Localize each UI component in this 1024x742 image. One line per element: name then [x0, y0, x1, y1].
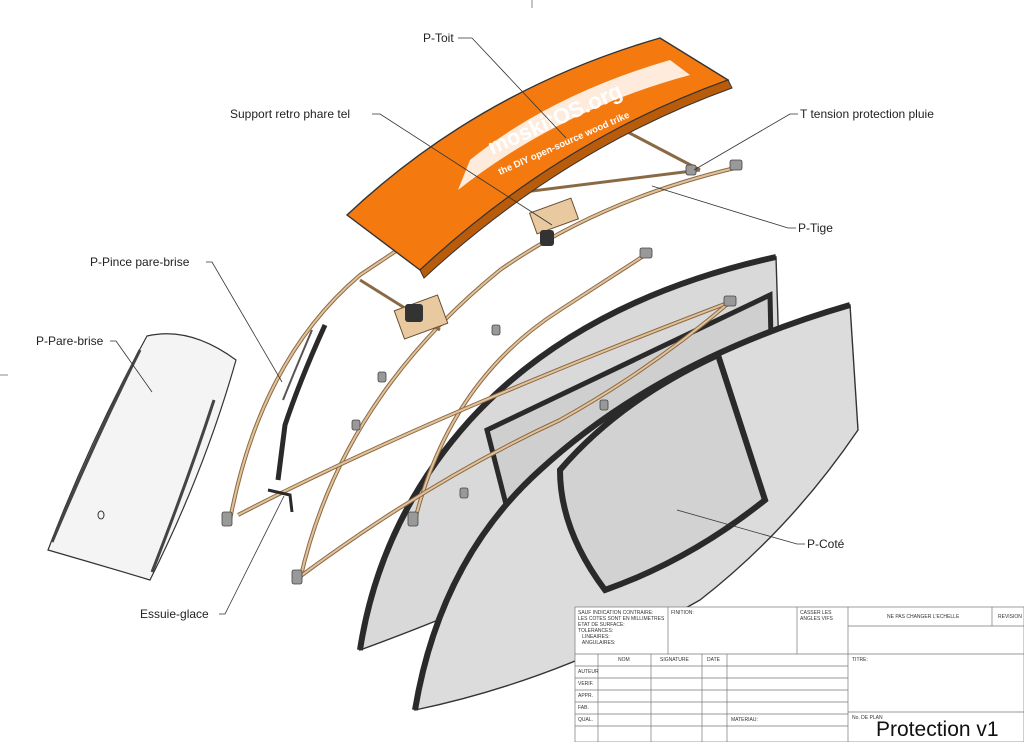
callout-essuie: Essuie-glace	[140, 607, 209, 621]
leader-lines	[110, 37, 805, 615]
tb-drawing-title: Protection v1	[876, 718, 999, 741]
rod-2-core	[299, 167, 736, 581]
leader-tension	[693, 113, 798, 171]
tb-qual: QUAL.	[578, 717, 594, 723]
support-clip-top	[540, 230, 554, 246]
tb-echelle: NE PAS CHANGER L'ECHELLE	[887, 614, 960, 620]
side-panel-front-seal	[412, 302, 851, 711]
windscreen-glass	[47, 333, 237, 581]
tb-fab: FAB.	[578, 705, 589, 711]
callout-cote: P-Coté	[807, 537, 845, 551]
support-brackets	[393, 197, 580, 340]
leader-cote	[676, 509, 805, 545]
side-panel-front	[412, 302, 859, 711]
rod-3-core	[414, 254, 646, 521]
rod-1	[228, 233, 422, 521]
windscreen-right-seal	[150, 399, 216, 573]
callout-toit: P-Toit	[423, 31, 454, 45]
side-panel-front-window	[556, 350, 769, 594]
leader-parebrise	[110, 340, 153, 393]
rod-5-core	[297, 301, 731, 579]
tb-casser: CASSER LES ANGLES VIFS	[800, 610, 833, 622]
callout-tige: P-Tige	[798, 221, 833, 235]
title-block-frame	[574, 606, 1024, 742]
tb-tolerances: SAUF INDICATION CONTRAIRE: LES COTES SON…	[578, 610, 665, 646]
leader-toit	[458, 37, 567, 139]
tb-auteur: AUTEUR	[578, 669, 599, 675]
windscreen-clamp	[275, 323, 328, 481]
tb-no-plan: No. DE PLAN	[852, 715, 883, 721]
rod-caps	[221, 121, 743, 585]
rod-4-core	[237, 301, 731, 516]
tb-finition: FINITION:	[671, 610, 694, 616]
tb-date: DATE	[707, 657, 720, 663]
windscreen-hole	[97, 510, 105, 520]
support-bracket-top	[528, 197, 580, 235]
rod-1-core	[229, 234, 421, 521]
leader-essuie	[219, 495, 285, 615]
support-clip-mid	[405, 304, 423, 322]
wiper	[267, 488, 294, 513]
callout-tension: T tension protection pluie	[800, 107, 934, 121]
roof-edge	[419, 79, 733, 279]
leader-tige	[651, 185, 796, 229]
tb-nom: NOM	[618, 657, 630, 663]
callout-support: Support retro phare tel	[230, 107, 351, 121]
tb-verif: VERIF.	[578, 681, 594, 687]
tb-revision: REVISION	[998, 614, 1022, 620]
windscreen-left-seal	[50, 349, 142, 543]
leader-support	[372, 113, 553, 226]
side-panel-rear-seal	[357, 254, 777, 651]
callout-pince: P-Pince pare-brise	[90, 255, 190, 269]
tb-appr: APPR.	[578, 693, 594, 699]
windscreen-clamp-inner	[282, 329, 313, 401]
tb-titre: TITRE:	[852, 657, 868, 663]
windscreen	[47, 333, 237, 581]
leader-pince	[206, 261, 283, 383]
roof-print-band	[458, 60, 690, 190]
callout-parebrise: P-Pare-brise	[36, 334, 104, 348]
tb-signature: SIGNATURE	[660, 657, 689, 663]
tb-materiau: MATERIAU:	[731, 717, 758, 723]
frame-rods	[228, 126, 736, 581]
